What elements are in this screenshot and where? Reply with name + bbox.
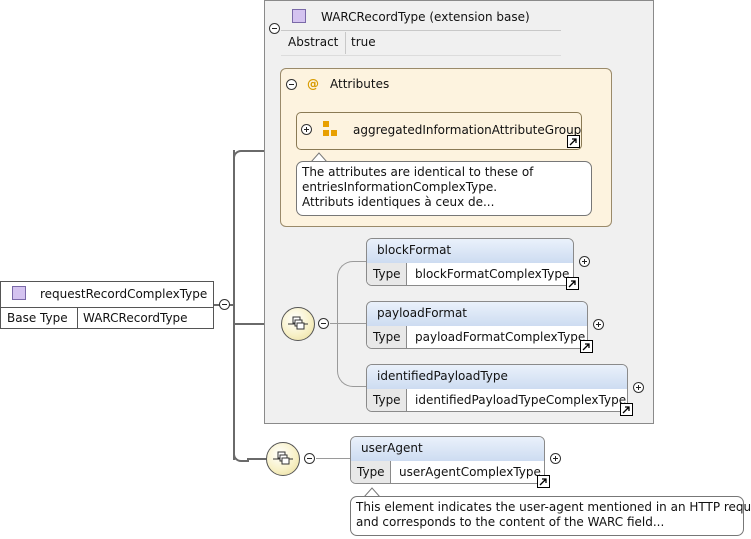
sequence-stem — [330, 323, 366, 324]
element-payloadformat[interactable]: payloadFormat Type payloadFormatComplexT… — [366, 301, 588, 349]
attribute-note-line-1: The attributes are identical to these of — [302, 165, 534, 179]
root-divider — [1, 307, 213, 308]
type-value: payloadFormatComplexType — [415, 330, 586, 344]
type-key: Type — [367, 326, 407, 348]
type-key: Type — [351, 461, 391, 483]
useragent-expand-icon[interactable] — [550, 453, 561, 464]
element-blockformat[interactable]: blockFormat Type blockFormatComplexType — [366, 238, 574, 286]
extension-panel: WARCRecordType (extension base) Abstract… — [264, 0, 654, 424]
root-type-name: requestRecordComplexType — [40, 287, 208, 301]
extension-divider-bottom — [281, 55, 561, 56]
attribute-group-box[interactable]: aggregatedInformationAttributeGroup — [296, 112, 582, 150]
element-identifiedpayloadtype[interactable]: identifiedPayloadType Type identifiedPay… — [366, 364, 628, 412]
complex-type-icon — [292, 9, 306, 23]
payloadformat-link-icon[interactable] — [580, 340, 593, 353]
sequence-compositor-icon — [281, 307, 315, 341]
abstract-key: Abstract — [288, 35, 339, 49]
base-type-separator — [77, 307, 78, 329]
attributes-panel: @ Attributes aggregatedInformationAttrib… — [280, 68, 612, 227]
useragent-note-line-2: and corresponds to the content of the WA… — [356, 515, 665, 529]
attribute-note-pointer — [311, 152, 327, 163]
attribute-group-icon — [323, 121, 339, 137]
sequence-bracket — [337, 261, 378, 387]
abstract-value: true — [351, 35, 376, 49]
attribute-group-expand-icon[interactable] — [301, 124, 312, 135]
type-value: blockFormatComplexType — [415, 267, 570, 281]
useragent-note-line-1: This element indicates the user-agent me… — [356, 500, 751, 514]
attributes-at-icon: @ — [307, 77, 319, 91]
extension-collapse-icon[interactable] — [269, 23, 280, 34]
root-type-box[interactable]: requestRecordComplexType Base Type WARCR… — [0, 281, 214, 329]
attribute-group-link-icon[interactable] — [567, 135, 580, 148]
identifiedpayloadtype-link-icon[interactable] — [620, 403, 633, 416]
useragent-note-pointer — [364, 487, 380, 498]
sequence-2-stem — [316, 458, 350, 459]
element-name: identifiedPayloadType — [377, 369, 508, 383]
blockformat-link-icon[interactable] — [566, 277, 579, 290]
element-name: blockFormat — [377, 243, 452, 257]
useragent-link-icon[interactable] — [537, 475, 550, 488]
attribute-note: The attributes are identical to these of… — [296, 161, 592, 216]
element-name: userAgent — [361, 441, 423, 455]
type-value: userAgentComplexType — [399, 465, 541, 479]
attribute-note-line-2: entriesInformationComplexType. — [302, 180, 498, 194]
type-key: Type — [367, 389, 407, 411]
attribute-note-line-3: Attributs identiques à ceux de... — [302, 195, 495, 209]
sequence-compositor-icon-2 — [266, 442, 300, 476]
trunk-bottom-curve — [233, 446, 249, 462]
type-value: identifiedPayloadTypeComplexType — [415, 393, 627, 407]
payloadformat-expand-icon[interactable] — [593, 319, 604, 330]
sequence-collapse-icon[interactable] — [318, 318, 329, 329]
attributes-collapse-icon[interactable] — [286, 79, 297, 90]
sequence-connector — [235, 323, 281, 325]
trunk-top-curve — [233, 150, 249, 166]
blockformat-expand-icon[interactable] — [579, 256, 590, 267]
abstract-separator — [345, 32, 346, 54]
base-type-value: WARCRecordType — [83, 311, 188, 325]
attributes-label: Attributes — [330, 77, 390, 91]
base-type-key: Base Type — [7, 311, 68, 325]
root-type-icon — [12, 286, 26, 300]
element-name: payloadFormat — [377, 306, 468, 320]
extension-title: WARCRecordType (extension base) — [321, 10, 530, 24]
type-key: Type — [367, 263, 407, 285]
attribute-group-name: aggregatedInformationAttributeGroup — [353, 123, 582, 137]
identifiedpayloadtype-expand-icon[interactable] — [633, 382, 644, 393]
root-collapse-icon[interactable] — [219, 299, 230, 310]
extension-divider — [281, 30, 561, 31]
useragent-note: This element indicates the user-agent me… — [350, 496, 751, 536]
useragent-sequence-connector — [247, 458, 267, 460]
element-useragent[interactable]: userAgent Type userAgentComplexType — [350, 436, 545, 484]
trunk-connector — [233, 150, 235, 460]
sequence-2-collapse-icon[interactable] — [304, 453, 315, 464]
